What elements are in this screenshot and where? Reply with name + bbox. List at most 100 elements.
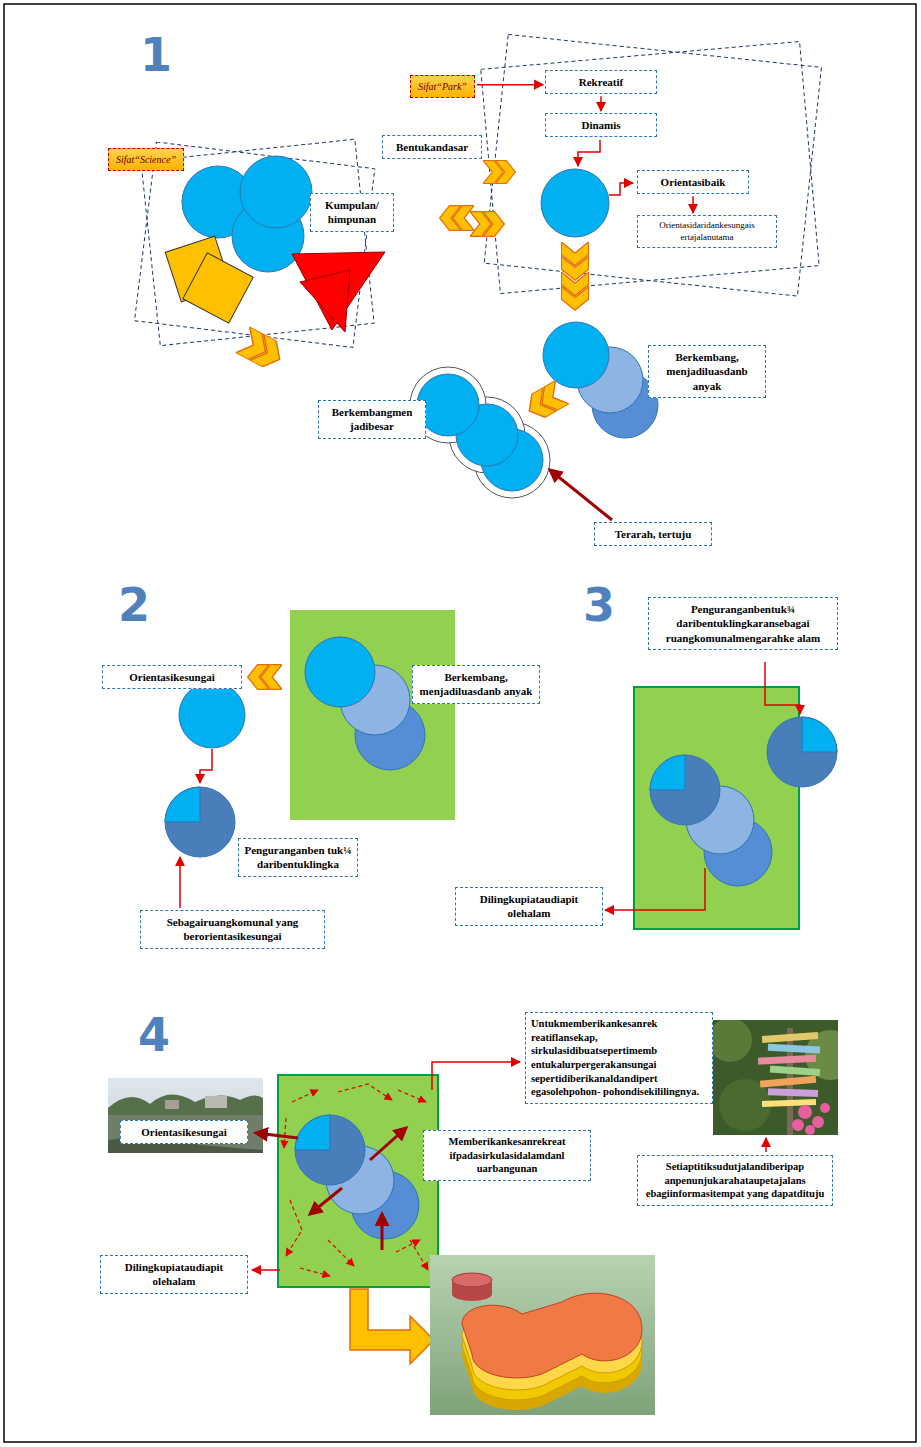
pie-shape (165, 787, 235, 857)
circulation-arrow (284, 1118, 286, 1148)
chevron-arrow (236, 326, 287, 372)
pie-shape (767, 717, 837, 787)
signpost-photo (792, 1103, 830, 1135)
text-box: Rekreatif (545, 70, 657, 94)
circle-stack-ringed (410, 367, 550, 498)
text-box: Orientasikesungai (102, 665, 242, 689)
leader-arrow (578, 140, 600, 166)
leader-arrow (765, 662, 800, 714)
chevron-arrow (470, 212, 504, 237)
triangle-cluster (300, 270, 350, 332)
box-text: Terarah, tertuju (600, 527, 706, 541)
pie-shape (802, 717, 837, 752)
green-area (278, 1075, 438, 1287)
circle-stack (650, 755, 772, 886)
panel-number: 2 (118, 582, 150, 628)
box-text: Rekreatif (551, 75, 651, 89)
connector-arrow (477, 84, 543, 86)
signpost-photo (760, 1076, 816, 1088)
leader-arrow (252, 1269, 280, 1271)
circle-stack (295, 1115, 330, 1150)
text-box: Berkembang, menjadiluasdanb anyak (412, 665, 540, 704)
box-text: Kumpulan/ himpunan (316, 198, 388, 227)
dashed-frame (135, 34, 822, 347)
box-text: Berkembang, menjadiluasdanb anyak (418, 670, 534, 699)
pointer-arrow (550, 470, 612, 520)
text-box: Berkembang, menjadiluasdanb anyak (648, 345, 766, 398)
box-text: Berkembang, menjadiluasdanb anyak (654, 350, 760, 393)
block-arrow (350, 1289, 434, 1364)
leader-arrow (765, 1138, 767, 1152)
box-text: Memberikankesanrekreat ifpadasirkulasida… (429, 1135, 585, 1176)
square-cluster (183, 253, 253, 323)
text-box: Sebagairuangkomunal yang berorientasikes… (140, 910, 325, 949)
chevron-arrow (522, 380, 569, 423)
text-box: Setiaptitiksudutjalandiberipap anpenunju… (637, 1155, 833, 1206)
signpost-photo (805, 1125, 815, 1135)
pie-shape (165, 787, 235, 857)
circle-stack (305, 637, 375, 707)
circulation-arrow (300, 1268, 330, 1276)
box-text: Berkembangmen jadibesar (324, 405, 420, 434)
massing-model (430, 1255, 655, 1415)
box-text: Orientasikesungai (108, 670, 236, 684)
signpost-photo (798, 1105, 812, 1119)
box-text: Sebagairuangkomunal yang berorientasikes… (146, 915, 319, 944)
text-box: Orientasidaridankesungais ertajalanutama (637, 215, 777, 248)
massing-model (452, 1273, 492, 1287)
leader-arrow (605, 868, 705, 910)
signpost-photo (768, 1088, 818, 1097)
green-area (290, 610, 455, 820)
circle-stack (295, 1115, 365, 1185)
massing-model (452, 1287, 492, 1301)
circulation-arrow (286, 1200, 302, 1256)
box-text: Dilingkupiataudiapit olehalam (106, 1260, 242, 1289)
connector-arrow (692, 196, 694, 213)
tag-box: Sifat“Science” (108, 148, 184, 171)
dashed-frame (481, 41, 819, 293)
panel-number: 3 (583, 582, 615, 628)
signpost-photo (812, 1116, 824, 1128)
signpost-photo (792, 1119, 804, 1131)
box-text: Dinamis (551, 118, 651, 132)
pointer-arrow (370, 1128, 406, 1160)
box-text: Penguranganbentuk¾ daribentuklingkaranse… (654, 602, 832, 645)
text-box: Orientasibaik (637, 170, 749, 194)
circulation-arrow (338, 1084, 392, 1100)
leader-arrow (180, 749, 212, 908)
river-photo (108, 1115, 263, 1153)
circle (541, 169, 609, 237)
circle-cluster (240, 156, 312, 228)
circulation-arrow (410, 1240, 428, 1270)
circulation-arrow (398, 1090, 426, 1102)
text-box: Terarah, tertuju (594, 522, 712, 546)
river-photo (205, 1096, 227, 1108)
box-text: Sifat“Park” (418, 80, 467, 93)
chevron-arrow (561, 272, 588, 310)
text-box: Dilingkupiataudiapit olehalam (455, 887, 603, 926)
circulation-arrow (328, 1240, 354, 1266)
box-text: Orientasidaridankesungais ertajalanutama (643, 220, 771, 243)
circulation-arrow (284, 1084, 428, 1276)
chevron-arrow (248, 665, 282, 690)
text-box: Dilingkupiataudiapit olehalam (100, 1255, 248, 1294)
text-box: Berkembangmen jadibesar (318, 400, 426, 439)
box-text: Dilingkupiataudiapit olehalam (461, 892, 597, 921)
signpost-photo (713, 1020, 838, 1135)
dashed-frame (135, 142, 375, 347)
dashed-frame (484, 34, 821, 296)
signpost-photo (762, 1032, 818, 1043)
green-area (634, 687, 799, 929)
pointer-arrow (256, 1128, 406, 1250)
box-text: Orientasibaik (643, 175, 743, 189)
signpost-photo (713, 1020, 752, 1062)
river-photo (165, 1100, 179, 1109)
text-box: Penguranganben tuk¼ daribentuklingka (238, 838, 358, 877)
chevron-arrow (483, 160, 515, 183)
circle-stack (305, 637, 425, 770)
massing-model (430, 1255, 655, 1415)
river-photo (108, 1078, 263, 1153)
